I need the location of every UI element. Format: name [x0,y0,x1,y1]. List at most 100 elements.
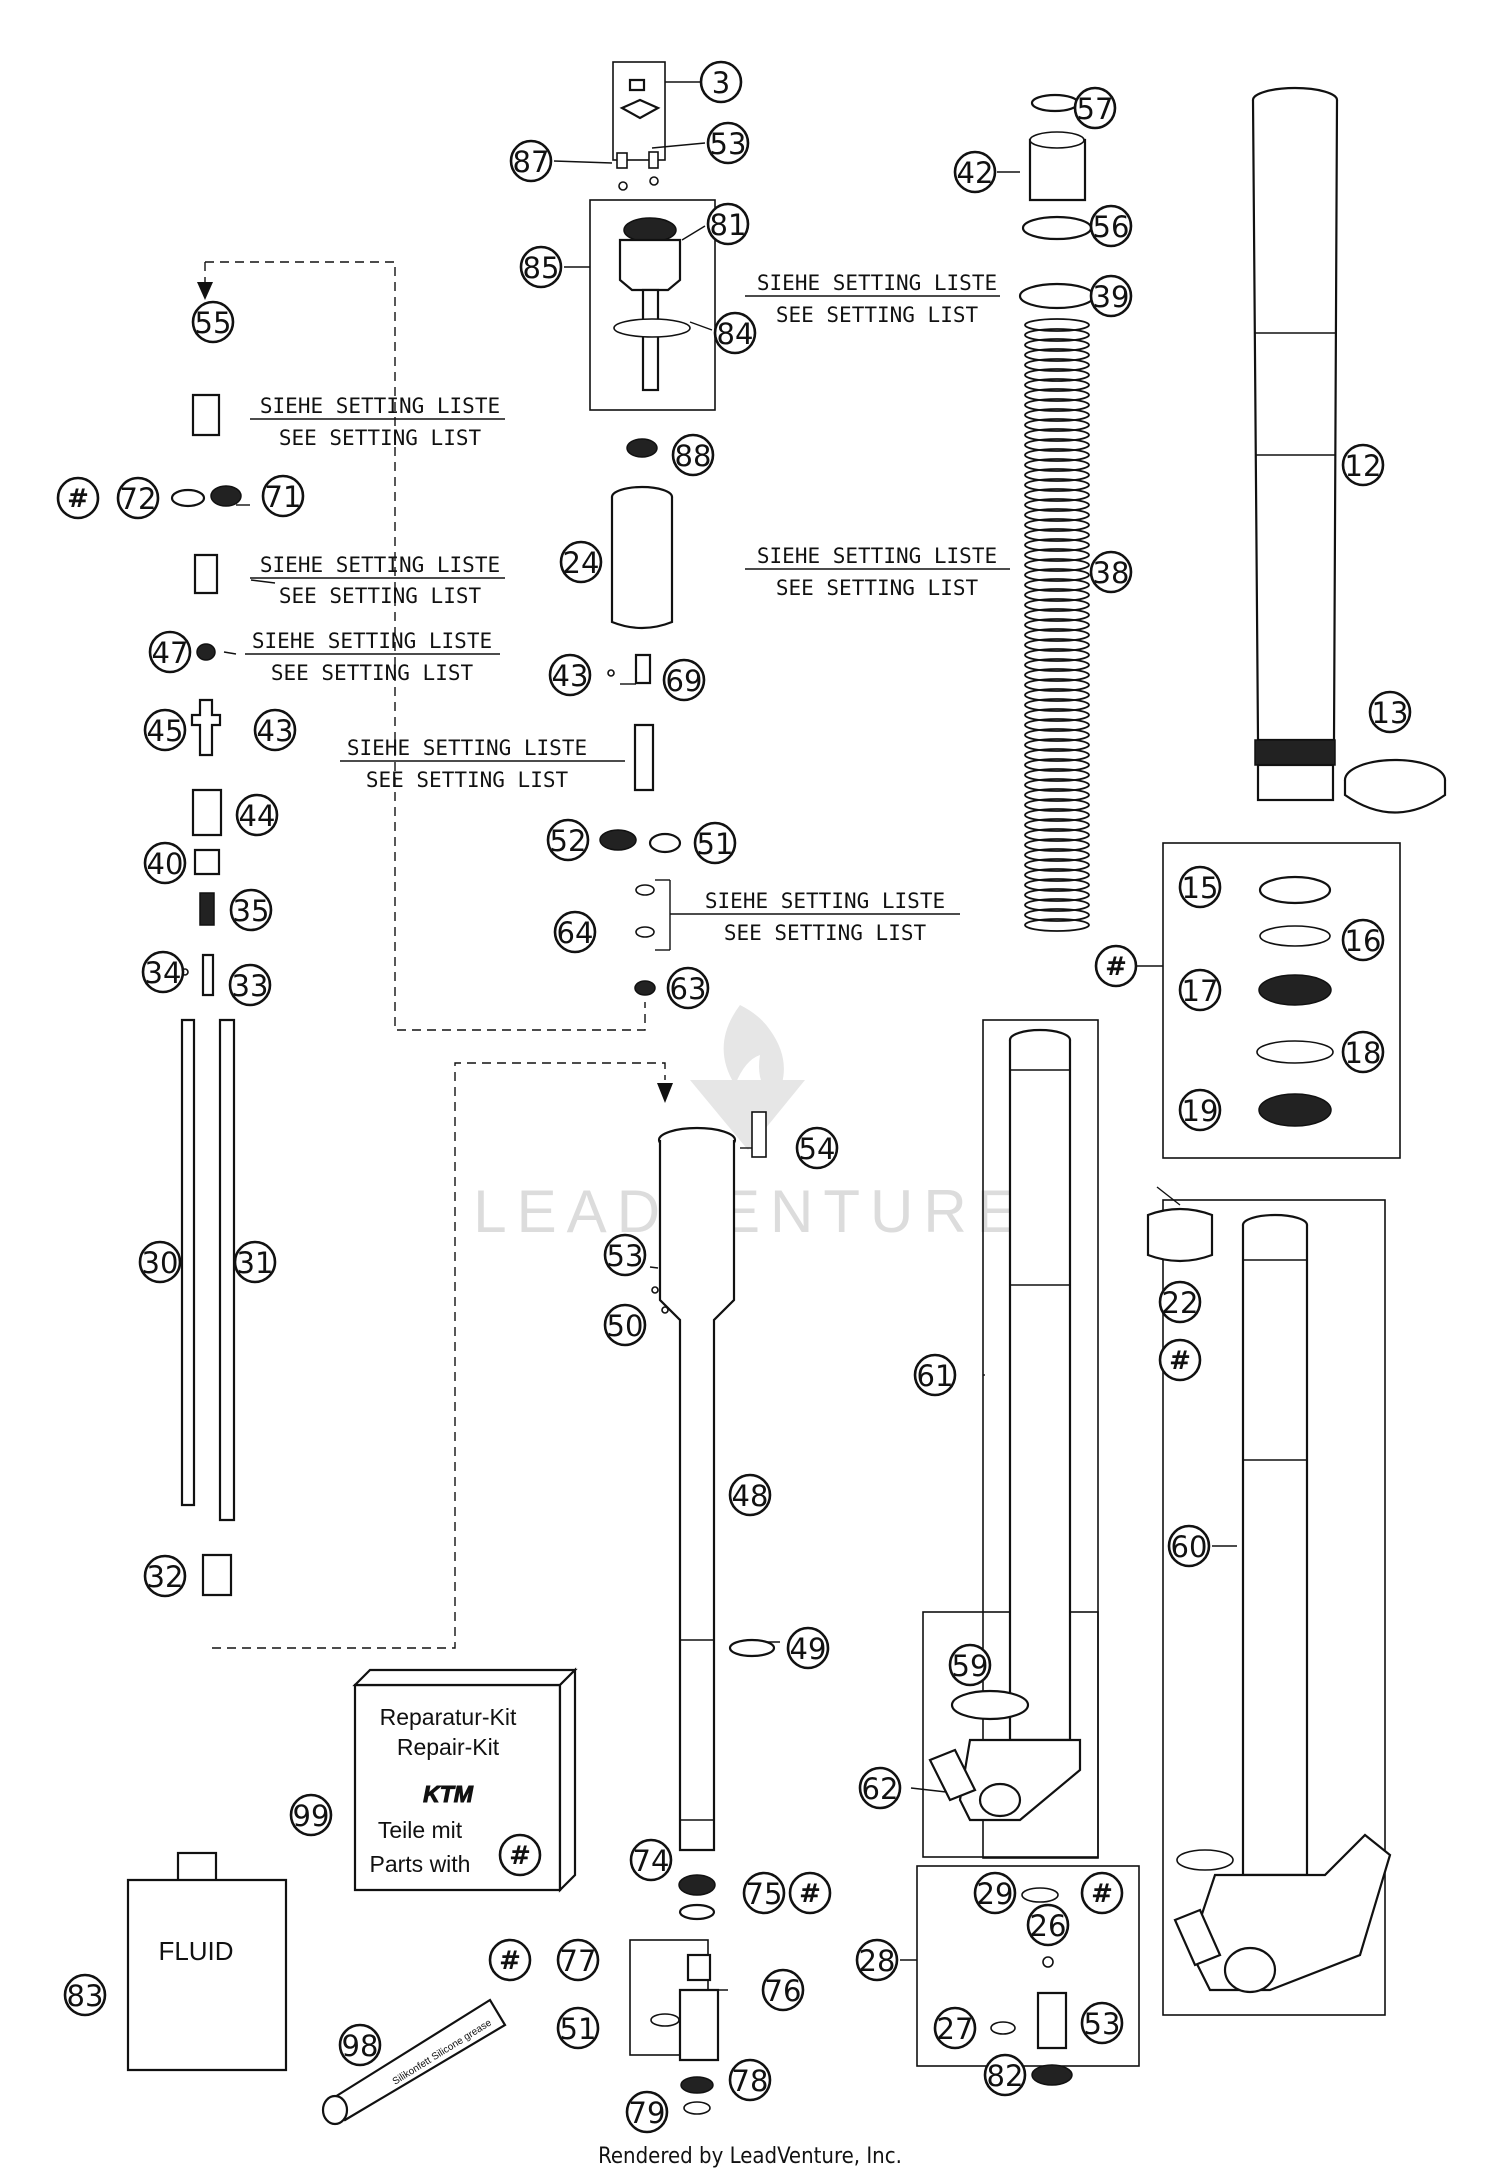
spring-coil [1024,838,1090,852]
part-callout-99: 99 [289,1793,333,1837]
svg-text:SIEHE SETTING LISTE: SIEHE SETTING LISTE [347,736,587,760]
spring-coil [1024,618,1090,632]
part-45 [190,698,222,757]
part-26 [1042,1956,1054,1968]
group-box-3 [612,61,666,161]
part-callout-78: 78 [728,2058,772,2102]
callout-circle [713,311,757,355]
spring-coil [1024,648,1090,662]
part-callout-24: 24 [559,540,603,584]
callout-number: 33 [232,969,269,1003]
part-callout-55: 55 [191,300,235,344]
part-callout-43: 43 [548,653,592,697]
spring-coil [1024,728,1090,742]
callout-number: # [799,1879,821,1909]
callout-number: 27 [937,2012,974,2046]
svg-text:SEE SETTING LIST: SEE SETTING LIST [776,303,979,327]
setting-notes: SIEHE SETTING LISTE SEE SETTING LIST SIE… [245,271,1010,951]
part-callout-59: 59 [948,1643,992,1687]
part-callout-69: 69 [662,658,706,702]
spring-coil [1024,478,1090,492]
callout-circle [671,433,715,477]
part-callout-72: 72 [116,476,160,520]
callout-number: 39 [1093,280,1130,314]
callout-number: 40 [147,847,184,881]
part-callout-30: 30 [138,1240,182,1284]
part-61 [1008,1028,1072,1742]
callout-number: 82 [987,2059,1024,2093]
part-callout-81: 81 [706,202,750,246]
part-64 [635,926,655,938]
callout-number: 29 [977,1877,1014,1911]
part-callout-76: 76 [761,1968,805,2012]
group-box-61 [982,1019,1099,1859]
callout-circle [253,708,297,752]
setting-note-64: SIEHE SETTING LISTE SEE SETTING LIST [655,879,960,951]
leader-lines [223,81,1237,1991]
part-callout-64: 64 [553,910,597,954]
svg-text:SEE SETTING LIST: SEE SETTING LIST [271,661,474,685]
spring-coil [1024,898,1090,912]
part-19 [1258,1093,1332,1127]
group-box-60 [1162,1199,1386,2016]
part-53-bottom [1036,1991,1068,2050]
spring-coil [1024,558,1090,572]
callout-circle [233,1240,277,1284]
callout-circle [706,121,750,165]
callout-number: 83 [67,1979,104,2013]
callout-circle [858,1766,902,1810]
part-callout-75: 75 [742,1871,786,1915]
callout-number: 52 [550,824,587,858]
callout-circle [1178,968,1222,1012]
callout-circle [148,630,192,674]
part-16 [1259,925,1331,947]
part-callout-53: 53 [706,121,750,165]
callout-number: 88 [675,439,712,473]
callout-circle [603,1303,647,1347]
footer-credit: Rendered by LeadVenture, Inc. [598,2144,902,2169]
part-callout-12: 12 [1341,443,1385,487]
spring-coil [1024,918,1090,932]
spring-coil [1024,448,1090,462]
callout-number: 16 [1345,924,1382,958]
part-stack-valve [633,723,655,792]
spring-coil [1024,608,1090,622]
callout-number: 48 [732,1479,769,1513]
spring-coil [1024,788,1090,802]
svg-text:SIEHE SETTING LISTE: SIEHE SETTING LISTE [757,271,997,295]
callout-number: 72 [120,482,157,516]
callout-circle [191,300,235,344]
part-24 [610,485,674,630]
part-callout-33: 33 [228,963,272,1007]
spring-coil [1024,408,1090,422]
hash-callout: # [56,476,100,520]
callout-circle [1341,443,1385,487]
part-51-top [648,832,682,854]
spring-coil [1024,828,1090,842]
part-87 [616,152,628,169]
spring-coil [1024,668,1090,682]
callout-circle [559,540,603,584]
callout-number: 43 [552,659,589,693]
part-callout-53: 53 [603,1233,647,1277]
callout-number: 64 [557,916,594,950]
part-78 [680,2076,714,2094]
callout-circle [662,658,706,702]
callout-number: 49 [790,1632,827,1666]
callout-circle [143,708,187,752]
callout-number: 18 [1345,1036,1382,1070]
part-69 [634,653,652,685]
callout-circle [138,1240,182,1284]
callout-number: 43 [257,714,294,748]
callout-number: 28 [859,1944,896,1978]
part-44 [191,788,223,837]
callout-circle [742,1871,786,1915]
setting-note-47: SIEHE SETTING LISTE SEE SETTING LIST [245,629,500,685]
spring-coil [1024,718,1090,732]
parts: Silikonfett Silicone grease FLUID Repara… [126,78,1447,2126]
part-callout-53: 53 [1080,2001,1124,2045]
callout-circle [693,821,737,865]
callout-number: 79 [629,2096,666,2130]
callout-number: 32 [147,1560,184,1594]
